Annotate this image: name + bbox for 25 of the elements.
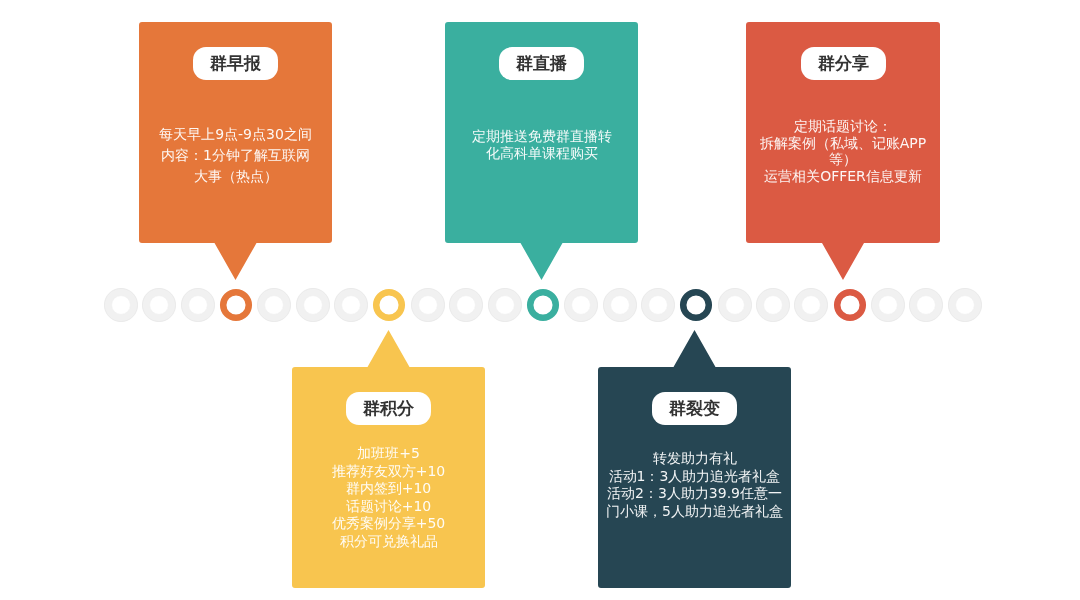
body-text: 定期推送免费群直播转化高科单课程购买 (470, 128, 613, 162)
body-text: 优秀案例分享+50 (331, 515, 446, 533)
body-text: 内容：1分钟了解互联网大事（热点） (160, 146, 311, 186)
callout-box (746, 22, 940, 280)
body-text: 拆解案例（私域、记账APP等） (758, 134, 928, 168)
callout-box (445, 22, 638, 280)
body-text: 活动2：3人助力39.9任意一门小课，5人助力追光者礼盒 (605, 485, 784, 520)
body-text: 活动1：3人助力追光者礼盒 (608, 467, 781, 485)
body-text: 每天早上9点-9点30之间 (159, 125, 312, 144)
callout-heading: 群直播 (499, 47, 584, 80)
body-text: 运营相关OFFER信息更新 (764, 167, 922, 184)
body-text: 话题讨论+10 (345, 497, 432, 515)
body-text: 定期话题讨论： (794, 118, 892, 135)
callout-heading: 群积分 (346, 392, 431, 425)
body-text: 推荐好友双方+10 (331, 462, 446, 480)
body-text: 加班班+5 (357, 445, 420, 463)
body-text: 群内签到+10 (345, 480, 432, 498)
body-text: 转发助力有礼 (652, 450, 737, 468)
callout-heading: 群裂变 (652, 392, 737, 425)
callout-box (598, 330, 791, 588)
callout-box (292, 330, 485, 588)
callout-heading: 群早报 (193, 47, 278, 80)
callout-heading: 群分享 (800, 47, 886, 80)
callout-box (139, 22, 332, 280)
body-text: 积分可兑换礼品 (339, 532, 438, 550)
